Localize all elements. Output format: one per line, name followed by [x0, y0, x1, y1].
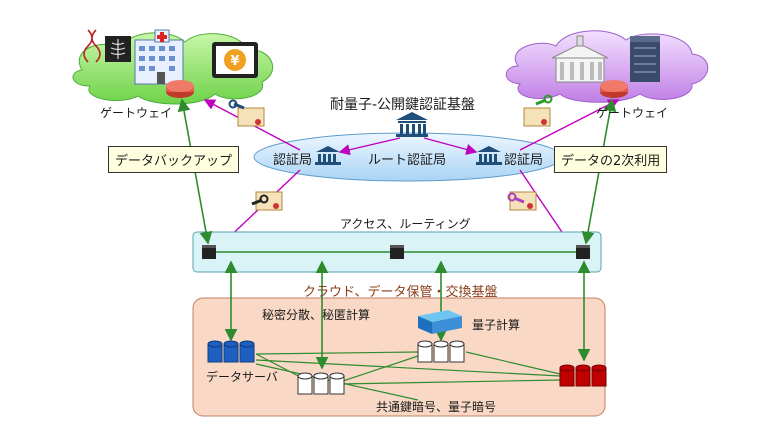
cloud-platform-box: [192, 297, 606, 417]
ca-right-label: 認証局: [504, 153, 544, 168]
ca-left-label: 認証局: [273, 153, 313, 168]
data-backup-label: データバックアップ: [108, 146, 240, 173]
secret-sharing-label: 秘密分散、秘匿計算: [262, 308, 371, 322]
server-mesh-lines: [255, 351, 561, 401]
data-server-white-center-icon: [297, 372, 345, 395]
cloud-platform-title: クラウド、データ保管・交換基盤: [303, 285, 498, 300]
xray-icon: [105, 36, 131, 62]
ca-left-authority-icon: [315, 146, 341, 165]
data-server-white-top-icon: [417, 340, 465, 363]
switch-center-icon: [390, 245, 404, 259]
gateway-router-right-icon: [600, 80, 628, 98]
tablet-yen-icon: ¥: [212, 42, 258, 78]
secondary-use-label: データの2次利用: [554, 146, 668, 173]
certificate-icon-3: [251, 191, 283, 211]
access-routing-label: アクセス、ルーティング: [340, 217, 471, 231]
root-authority-icon: [396, 112, 428, 137]
certificate-icon-1: [228, 99, 265, 127]
gateway-right-label: ゲートウェイ: [596, 106, 669, 120]
government-building-icon: [551, 35, 609, 83]
gateway-router-left-icon: [166, 80, 194, 98]
root-ca-label: ルート認証局: [368, 153, 447, 168]
switch-left-icon: [202, 245, 216, 259]
gateway-left-label: ゲートウェイ: [100, 106, 173, 120]
right-site-cloud: [505, 30, 709, 103]
crypto-label: 共通鍵暗号、量子暗号: [376, 400, 497, 414]
certificate-icon-4: [507, 191, 537, 211]
quantum-compute-label: 量子計算: [472, 318, 521, 332]
data-server-red-icon: [559, 364, 607, 387]
ca-right-authority-icon: [476, 146, 502, 165]
switch-right-icon: [576, 245, 590, 259]
dna-icon: [83, 29, 101, 63]
pq-pki-title: 耐量子-公開鍵認証基盤: [330, 97, 476, 113]
data-server-label: データサーバ: [206, 370, 278, 384]
quantum-computer-icon: [418, 310, 462, 334]
yen-symbol: ¥: [230, 54, 239, 69]
left-site-cloud: ¥: [72, 29, 274, 105]
hospital-icon: [134, 29, 184, 85]
data-server-blue-icon: [207, 340, 255, 363]
office-tower-icon: [630, 36, 660, 82]
certificate-icon-2: [523, 94, 553, 127]
